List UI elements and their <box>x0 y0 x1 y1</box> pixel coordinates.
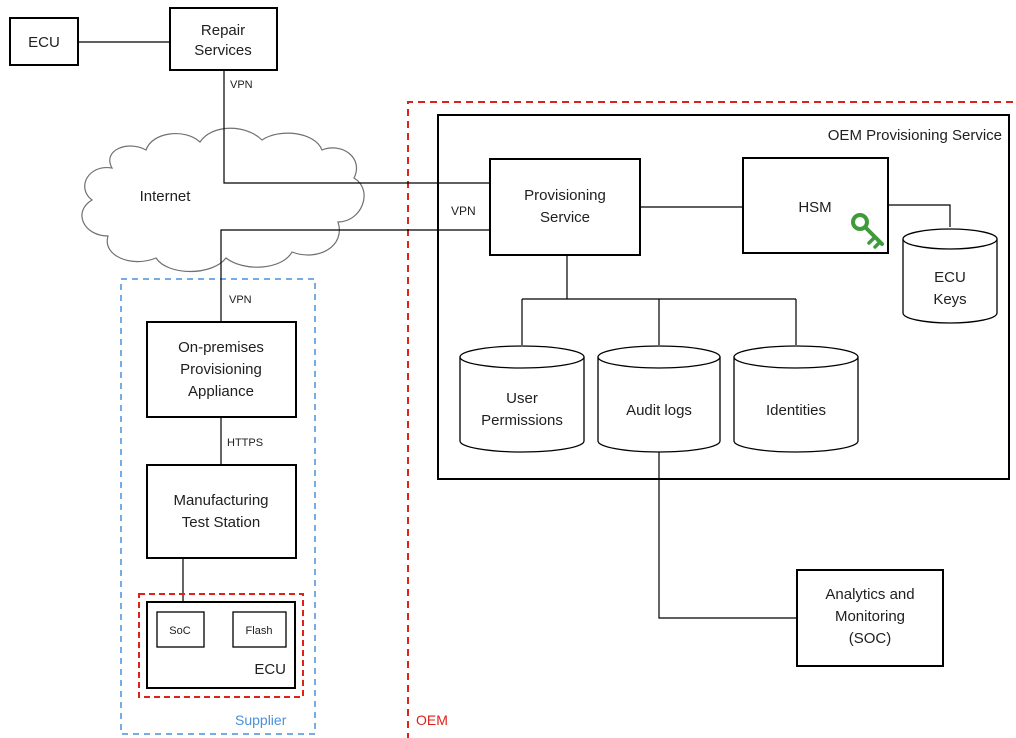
supplier-label: Supplier <box>235 712 287 728</box>
ecu-bottom-label: ECU <box>254 661 286 678</box>
identities-database <box>733 345 859 453</box>
identities-label: Identities <box>766 402 826 419</box>
supplier-boundary <box>120 278 316 735</box>
hsm-box <box>742 157 889 254</box>
onprem-appliance-label-3: Appliance <box>188 383 254 400</box>
provisioning-service-label-1: Provisioning <box>524 187 606 204</box>
ecu-bottom-red-boundary <box>138 593 304 698</box>
flash-box <box>232 611 287 648</box>
user-permissions-label-2: Permissions <box>481 412 563 429</box>
repair-services-label-2: Services <box>194 42 252 59</box>
onprem-appliance-label-1: On-premises <box>178 339 264 356</box>
manufacturing-test-station-label-2: Test Station <box>182 514 260 531</box>
onprem-provisioning-vpn-link <box>220 229 490 322</box>
auditlogs-analytics-link <box>658 452 797 619</box>
provisioning-service-label-2: Service <box>540 209 590 226</box>
flash-label: Flash <box>246 625 273 637</box>
ecu-top-box <box>9 17 79 66</box>
user-permissions-database <box>459 345 585 453</box>
manufacturing-test-station-label-1: Manufacturing <box>173 492 268 509</box>
analytics-monitoring-label-1: Analytics and <box>825 586 914 603</box>
hsm-ecukeys-link <box>888 204 951 227</box>
soc-box <box>156 611 205 648</box>
ecu-keys-database <box>902 228 998 324</box>
ecu-keys-label-1: ECU <box>934 269 966 286</box>
oem-provisioning-service-title: OEM Provisioning Service <box>828 127 1002 144</box>
ecu-top-label: ECU <box>28 34 60 51</box>
manufacturing-test-station-box <box>146 464 297 559</box>
vpn-supplier-label: VPN <box>229 294 252 306</box>
audit-logs-database <box>597 345 721 453</box>
soc-label: SoC <box>169 625 190 637</box>
analytics-monitoring-label-2: Monitoring <box>835 608 905 625</box>
repair-provisioning-vpn-link <box>223 70 490 184</box>
vpn-repair-label: VPN <box>230 79 253 91</box>
key-icon <box>851 213 884 249</box>
onprem-appliance-box <box>146 321 297 418</box>
user-permissions-label-1: User <box>506 390 538 407</box>
onprem-appliance-label-2: Provisioning <box>180 361 262 378</box>
repair-services-label-1: Repair <box>201 22 245 39</box>
vpn-oem-label: VPN <box>451 204 476 218</box>
internet-label: Internet <box>140 188 192 205</box>
oem-boundary <box>407 101 1013 738</box>
provisioning-databases-link <box>521 255 797 345</box>
hsm-label: HSM <box>798 199 831 216</box>
analytics-monitoring-box <box>796 569 944 667</box>
audit-logs-label: Audit logs <box>626 402 692 419</box>
analytics-monitoring-label-3: (SOC) <box>849 630 892 647</box>
ecu-keys-label-2: Keys <box>933 291 966 308</box>
provisioning-service-box <box>489 158 641 256</box>
https-label: HTTPS <box>227 437 263 449</box>
oem-label: OEM <box>416 712 448 728</box>
oem-provisioning-service-container <box>437 114 1010 480</box>
repair-services-box <box>169 7 278 71</box>
internet-cloud <box>81 127 365 273</box>
